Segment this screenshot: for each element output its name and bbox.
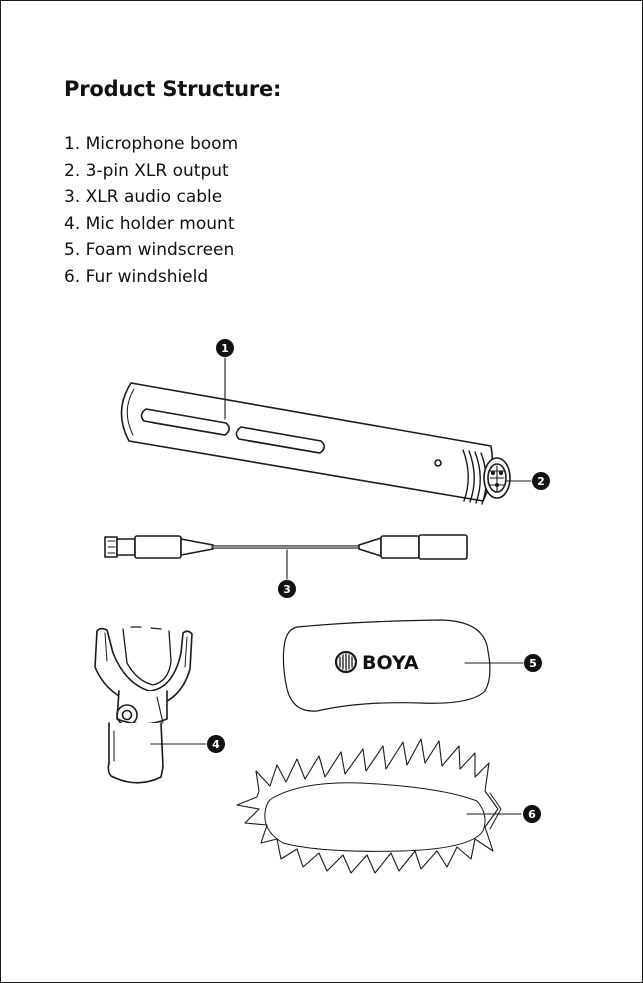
svg-text:6: 6 xyxy=(528,808,536,821)
svg-text:4: 4 xyxy=(212,738,220,751)
callout-4: 4 xyxy=(207,735,225,753)
callout-2: 2 xyxy=(532,472,550,490)
fur-windshield-illustration xyxy=(237,739,501,873)
callout-1: 1 xyxy=(216,339,234,357)
svg-text:2: 2 xyxy=(537,475,545,488)
xlr-cable-illustration xyxy=(105,535,467,559)
mic-holder-mount-illustration xyxy=(95,627,192,783)
svg-text:3: 3 xyxy=(283,583,291,596)
microphone-boom-illustration xyxy=(121,383,510,504)
callout-5: 5 xyxy=(524,654,542,672)
foam-windscreen-illustration: BOYA xyxy=(283,620,490,711)
svg-text:1: 1 xyxy=(221,342,229,355)
callout-3: 3 xyxy=(278,580,296,598)
boya-logo: BOYA xyxy=(336,652,419,674)
boya-logo-text: BOYA xyxy=(362,652,419,674)
svg-text:5: 5 xyxy=(529,657,537,670)
callout-6: 6 xyxy=(523,805,541,823)
